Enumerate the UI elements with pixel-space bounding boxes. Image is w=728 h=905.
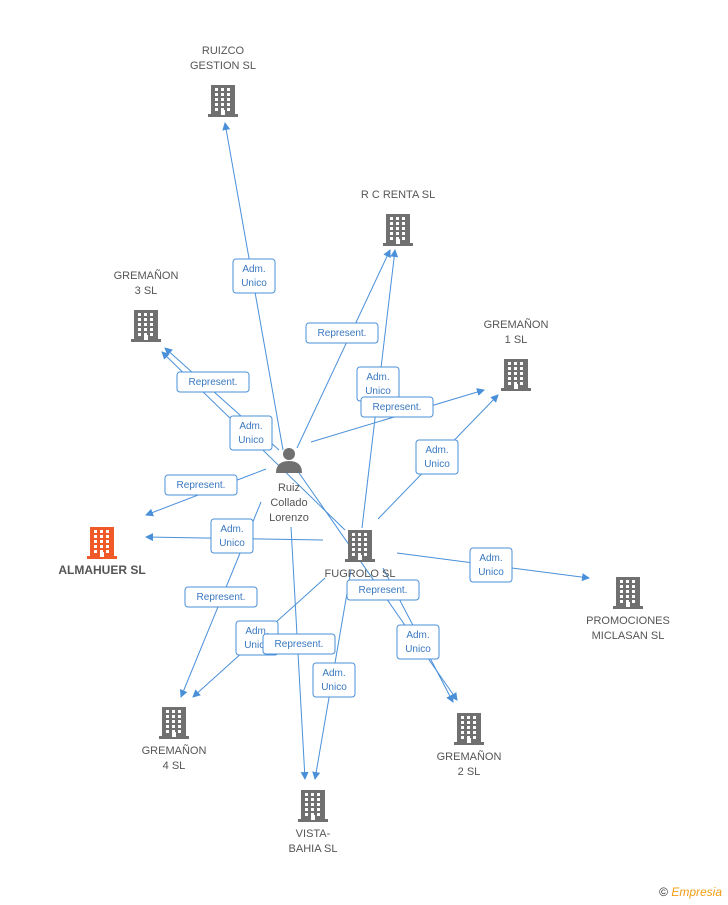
building-icon [383, 214, 413, 246]
building-icon [501, 359, 531, 391]
node-ruizco[interactable]: RUIZCO GESTION SL [190, 45, 256, 117]
node-grem2[interactable]: GREMAÑON 2 SL [437, 713, 502, 778]
edge-label-text: Represent. [189, 377, 238, 388]
node-rcrenta[interactable]: R C RENTA SL [361, 189, 435, 246]
edge-label-text: Represent. [318, 328, 367, 339]
node-label: Ruiz [278, 482, 300, 494]
edge-label-text: Adm. [322, 668, 345, 679]
edge-label-text: Unico [238, 435, 264, 446]
edge-label-text: Unico [365, 386, 391, 397]
edge-label[interactable]: Adm. Unico [210, 518, 254, 554]
edge-label-text: Unico [424, 459, 450, 470]
building-icon [298, 790, 328, 822]
node-label: GREMAÑON [142, 744, 207, 757]
node-label: 2 SL [458, 766, 481, 778]
edge-label-text: Unico [244, 640, 270, 651]
node-vista[interactable]: VISTA- BAHIA SL [289, 790, 338, 855]
nodes-layer: RUIZCO GESTION SL R C RENTA SL GREMAÑON 3 SL… [58, 45, 670, 855]
edge-label[interactable]: Represent. [176, 371, 250, 393]
edge-label-text: Represent. [177, 480, 226, 491]
building-icon [159, 707, 189, 739]
node-almahuer[interactable]: ALMAHUER SL [58, 527, 146, 577]
node-label: ALMAHUER SL [58, 563, 145, 577]
edge-label-text: Adm. [220, 524, 243, 535]
building-icon [208, 85, 238, 117]
building-icon [613, 577, 643, 609]
edge-label-text: Unico [241, 278, 267, 289]
node-label: GREMAÑON [484, 318, 549, 331]
node-label: FUGROLO SL [325, 568, 396, 580]
edge-label-text: Adm. [406, 630, 429, 641]
building-icon [345, 530, 375, 562]
node-promociones[interactable]: PROMOCIONES MICLASAN SL [586, 577, 670, 642]
node-label: Lorenzo [269, 512, 309, 524]
edge-label-text: Unico [321, 682, 347, 693]
edge-label-text: Adm. [242, 264, 265, 275]
edge-label-text: Unico [219, 538, 245, 549]
building-icon [131, 310, 161, 342]
edge-label-text: Adm. [245, 626, 268, 637]
node-label: 4 SL [163, 760, 186, 772]
edge-label[interactable]: Represent. [184, 586, 258, 608]
edge-label-text: Unico [478, 567, 504, 578]
edge-label[interactable]: Adm. Unico [469, 547, 513, 583]
node-fugrolo[interactable]: FUGROLO SL [325, 530, 396, 580]
node-label: GREMAÑON [114, 269, 179, 282]
edge-label[interactable]: Adm. Unico [356, 366, 400, 402]
node-grem1[interactable]: GREMAÑON 1 SL [484, 318, 549, 391]
node-grem4[interactable]: GREMAÑON 4 SL [142, 707, 207, 772]
node-label: PROMOCIONES [586, 615, 670, 627]
edge-label[interactable]: Adm. Unico [415, 439, 459, 475]
edge-labels-layer: Adm.UnicoRepresent.Adm.UnicoAdm.UnicoRep… [164, 258, 513, 698]
node-label: GREMAÑON [437, 750, 502, 763]
node-label: RUIZCO [202, 45, 245, 57]
edge-person-to-rcrenta [296, 249, 391, 449]
node-label: GESTION SL [190, 60, 256, 72]
copyright-symbol: © [659, 885, 668, 899]
edges-layer [145, 122, 590, 780]
edge-label-text: Adm. [479, 553, 502, 564]
edge-label-text: Represent. [275, 639, 324, 650]
node-label: R C RENTA SL [361, 189, 435, 201]
building-icon [454, 713, 484, 745]
edge-label[interactable]: Represent. [305, 322, 379, 344]
edge-label[interactable]: Represent. [346, 579, 420, 601]
edge-label[interactable]: Represent. [164, 474, 238, 496]
edge-label[interactable]: Adm. Unico [396, 624, 440, 660]
edge-label-text: Represent. [373, 402, 422, 413]
edge-label-text: Adm. [366, 372, 389, 383]
edge-label-text: Represent. [359, 585, 408, 596]
footer: © Empresia [659, 885, 722, 899]
node-label: BAHIA SL [289, 843, 338, 855]
edge-label-text: Represent. [197, 592, 246, 603]
brand-logo[interactable]: Empresia [671, 885, 722, 899]
person-icon [276, 448, 302, 473]
edge-label[interactable]: Represent. [360, 396, 434, 418]
node-label: VISTA- [296, 828, 331, 840]
node-grem3[interactable]: GREMAÑON 3 SL [114, 269, 179, 342]
edge-label[interactable]: Represent. [262, 633, 336, 655]
node-label: 1 SL [505, 334, 528, 346]
building-icon [87, 527, 117, 559]
node-label: MICLASAN SL [592, 630, 665, 642]
node-label: Collado [270, 497, 307, 509]
edge-label[interactable]: Adm. Unico [232, 258, 276, 294]
edge-label[interactable]: Adm. Unico [229, 415, 273, 451]
edge-label[interactable]: Adm. Unico [312, 662, 356, 698]
edge-label-text: Unico [405, 644, 431, 655]
node-label: 3 SL [135, 285, 158, 297]
edge-label-text: Adm. [239, 421, 262, 432]
edge-label-text: Adm. [425, 445, 448, 456]
